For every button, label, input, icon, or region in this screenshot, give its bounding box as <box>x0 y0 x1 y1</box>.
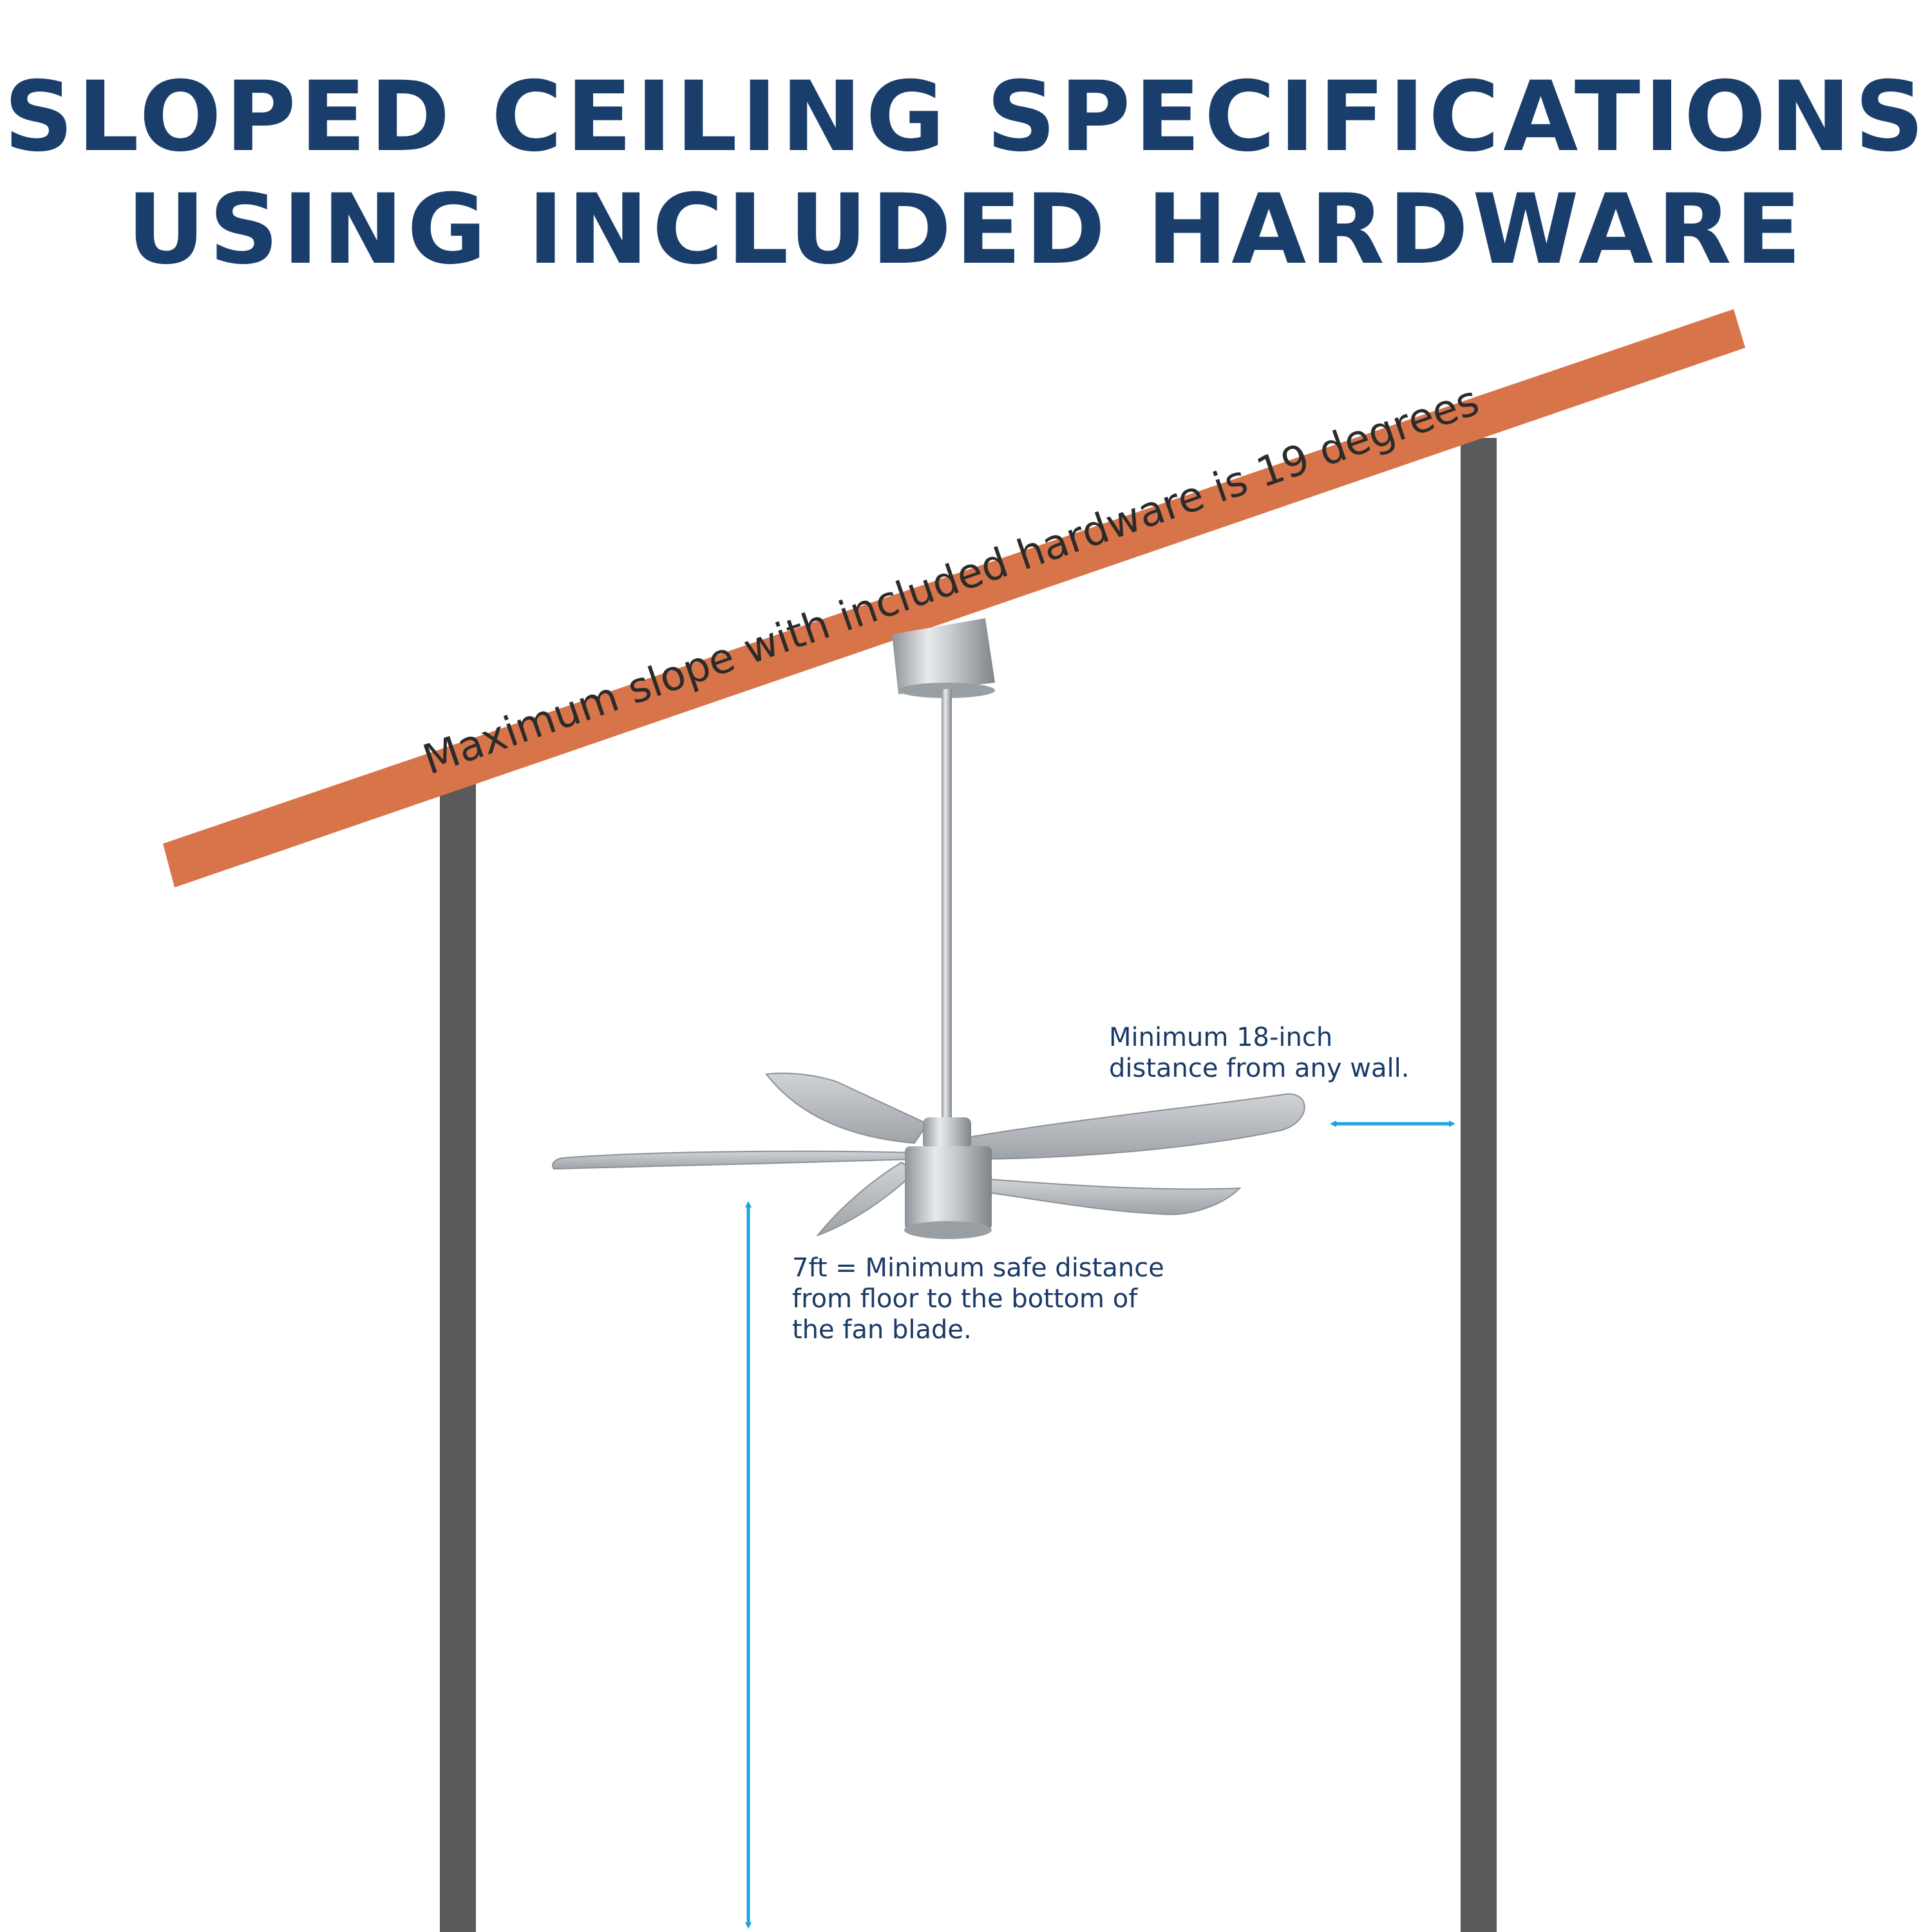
wall-note-line-2: distance from any wall. <box>1109 1054 1410 1083</box>
wall-distance-note: Minimum 18-inch distance from any wall. <box>1109 1022 1409 1084</box>
title-line-1: SLOPED CEILING SPECIFICATIONS <box>4 61 1928 173</box>
floor-note-line-3: the fan blade. <box>792 1315 972 1345</box>
fan-downrod <box>942 689 952 1127</box>
left-wall <box>440 776 476 1932</box>
fan-motor-housing <box>904 1117 992 1239</box>
right-wall <box>1461 438 1497 1932</box>
floor-note-line-2: from floor to the bottom of <box>792 1284 1138 1314</box>
sloped-ceiling-beam <box>163 309 1745 887</box>
fan-blades <box>552 1072 1305 1237</box>
wall-note-line-1: Minimum 18-inch <box>1109 1023 1333 1052</box>
floor-distance-note: 7ft = Minimum safe distance from floor t… <box>792 1253 1164 1345</box>
title-line-2: USING INCLUDED HARDWARE <box>126 174 1806 286</box>
floor-note-line-1: 7ft = Minimum safe distance <box>792 1253 1164 1283</box>
page-title: SLOPED CEILING SPECIFICATIONS USING INCL… <box>0 61 1932 287</box>
